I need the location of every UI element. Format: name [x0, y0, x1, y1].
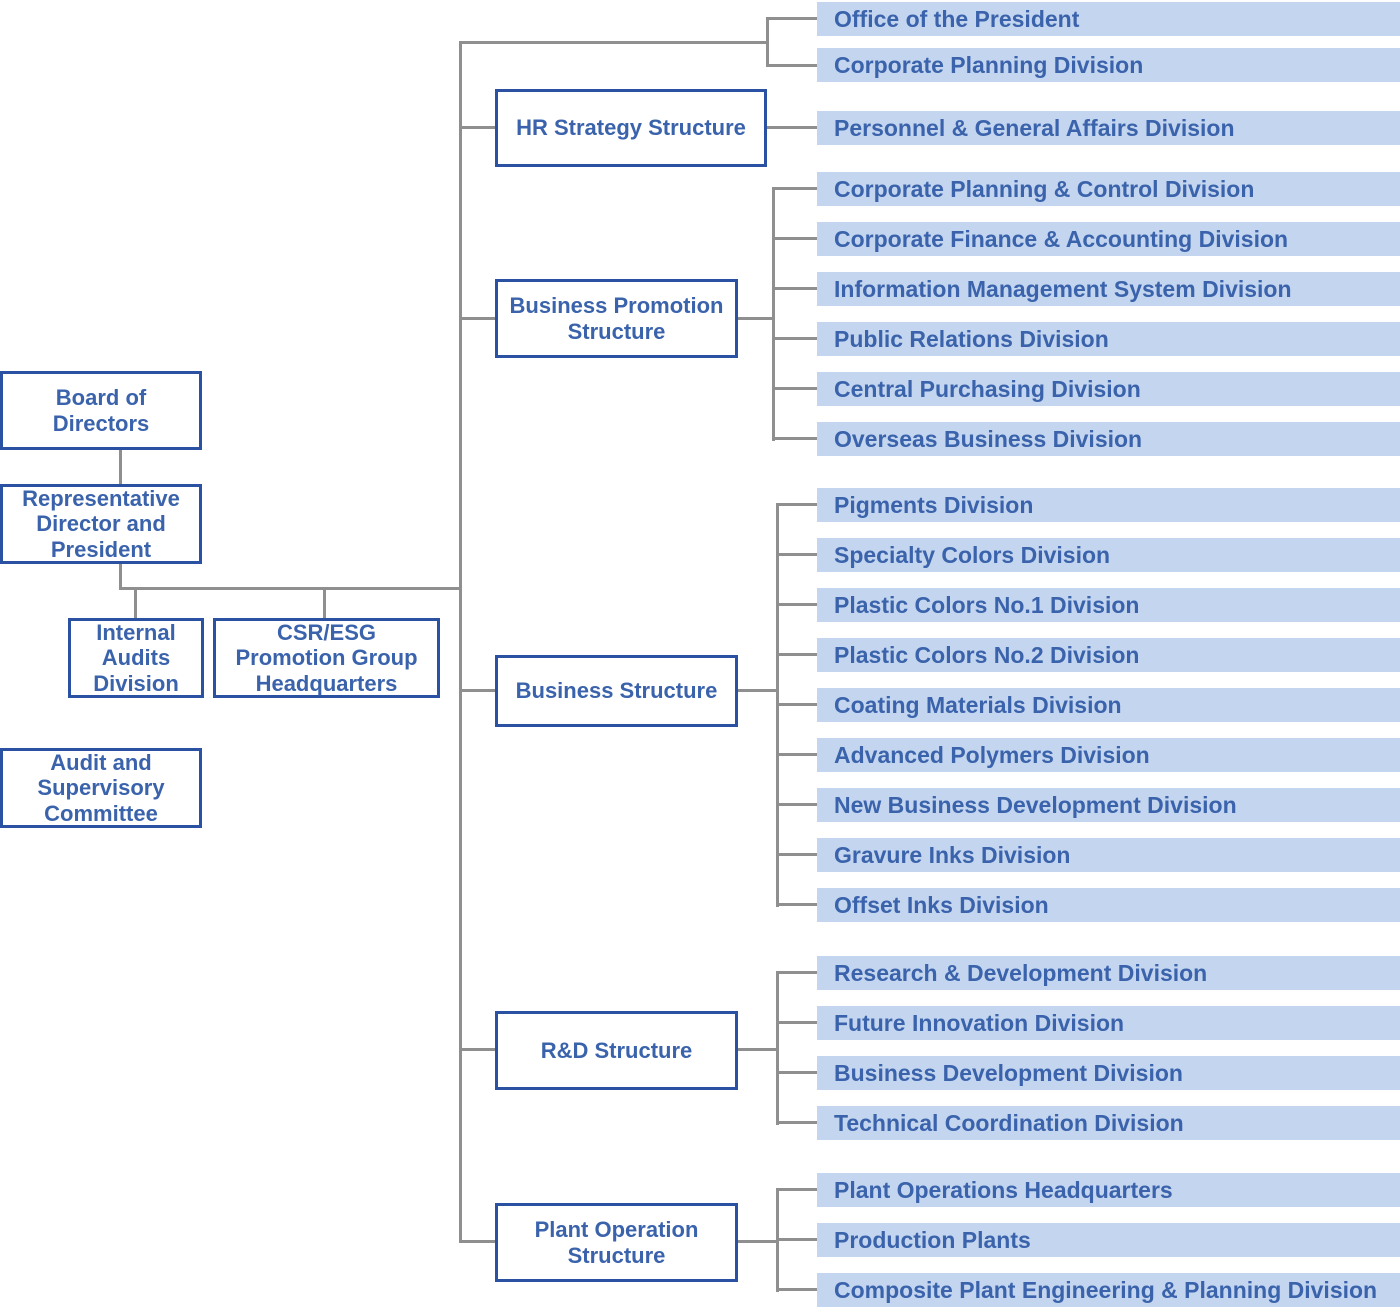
box-audit-supervisory-committee: Audit and Supervisory Committee: [0, 748, 202, 828]
connector-rd-stub-4: [776, 1121, 817, 1124]
box-board-of-directors: Board of Directors: [0, 371, 202, 450]
connector-rd-stub-3: [776, 1071, 817, 1074]
bar-overseas-business: Overseas Business Division: [817, 422, 1400, 456]
connector-hr-box-to-bar: [767, 126, 817, 129]
box-representative-director-president: Representative Director and President: [0, 484, 202, 564]
connector-trunk-to-bs-box: [459, 689, 495, 692]
connector-bp-stub-5: [772, 387, 817, 390]
bar-personnel-general-affairs: Personnel & General Affairs Division: [817, 111, 1400, 145]
connector-top-bracket: [766, 17, 769, 67]
bar-plant-operations-headquarters: Plant Operations Headquarters: [817, 1173, 1400, 1207]
connector-stub-corp-planning: [766, 64, 817, 67]
bar-public-relations: Public Relations Division: [817, 322, 1400, 356]
connector-rd-stub-1: [776, 971, 817, 974]
bar-information-management-system: Information Management System Division: [817, 272, 1400, 306]
bar-composite-plant-engineering: Composite Plant Engineering & Planning D…: [817, 1273, 1400, 1307]
connector-bs-stub-5: [776, 703, 817, 706]
box-plant-operation-structure: Plant Operation Structure: [495, 1203, 738, 1282]
connector-bs-stub-7: [776, 803, 817, 806]
bar-pigments: Pigments Division: [817, 488, 1400, 522]
bar-technical-coordination: Technical Coordination Division: [817, 1106, 1400, 1140]
connector-trunk-to-po-box: [459, 1240, 495, 1243]
connector-po-stub-2: [776, 1238, 817, 1241]
connector-drop-internal-audits: [134, 587, 137, 618]
connector-main-trunk: [459, 41, 462, 1243]
connector-rd-box-to-bracket: [738, 1048, 779, 1051]
connector-bp-stub-4: [772, 337, 817, 340]
connector-bs-stub-9: [776, 903, 817, 906]
bar-advanced-polymers: Advanced Polymers Division: [817, 738, 1400, 772]
bar-specialty-colors: Specialty Colors Division: [817, 538, 1400, 572]
connector-trunk-to-rd-box: [459, 1048, 495, 1051]
bar-plastic-colors-no2: Plastic Colors No.2 Division: [817, 638, 1400, 672]
bar-business-development: Business Development Division: [817, 1056, 1400, 1090]
box-hr-strategy-structure: HR Strategy Structure: [495, 89, 767, 167]
connector-board-to-president: [119, 450, 122, 484]
connector-drop-csr-esg: [323, 587, 326, 618]
bar-corporate-planning-control: Corporate Planning & Control Division: [817, 172, 1400, 206]
bar-future-innovation: Future Innovation Division: [817, 1006, 1400, 1040]
bar-corporate-finance-accounting: Corporate Finance & Accounting Division: [817, 222, 1400, 256]
connector-bp-bracket: [772, 187, 775, 441]
bar-production-plants: Production Plants: [817, 1223, 1400, 1257]
connector-bs-stub-2: [776, 553, 817, 556]
bar-offset-inks: Offset Inks Division: [817, 888, 1400, 922]
connector-bs-stub-1: [776, 503, 817, 506]
connector-stub-office-president: [766, 17, 817, 20]
connector-po-stub-1: [776, 1188, 817, 1191]
connector-president-down: [119, 564, 122, 590]
bar-research-development: Research & Development Division: [817, 956, 1400, 990]
connector-bs-box-to-bracket: [738, 689, 779, 692]
connector-bp-stub-6: [772, 437, 817, 440]
connector-rd-stub-2: [776, 1021, 817, 1024]
connector-left-horizontal: [119, 587, 462, 590]
bar-coating-materials: Coating Materials Division: [817, 688, 1400, 722]
connector-rd-bracket: [776, 971, 779, 1125]
connector-po-stub-3: [776, 1288, 817, 1291]
bar-corporate-planning-division: Corporate Planning Division: [817, 48, 1400, 82]
box-business-promotion-structure: Business Promotion Structure: [495, 279, 738, 358]
bar-gravure-inks: Gravure Inks Division: [817, 838, 1400, 872]
box-csr-esg-promotion-group: CSR/ESG Promotion Group Headquarters: [213, 618, 440, 698]
bar-new-business-development: New Business Development Division: [817, 788, 1400, 822]
connector-bp-stub-3: [772, 287, 817, 290]
box-business-structure: Business Structure: [495, 655, 738, 727]
connector-bs-stub-6: [776, 753, 817, 756]
connector-bp-box-to-bracket: [738, 317, 775, 320]
bar-plastic-colors-no1: Plastic Colors No.1 Division: [817, 588, 1400, 622]
connector-bs-stub-3: [776, 603, 817, 606]
bar-office-of-the-president: Office of the President: [817, 2, 1400, 36]
bar-central-purchasing: Central Purchasing Division: [817, 372, 1400, 406]
connector-trunk-to-bp-box: [459, 317, 495, 320]
connector-bp-stub-1: [772, 187, 817, 190]
connector-trunk-to-top-bracket: [459, 41, 769, 44]
box-internal-audits-division: Internal Audits Division: [68, 618, 204, 698]
connector-bs-stub-8: [776, 853, 817, 856]
connector-po-box-to-bracket: [738, 1240, 779, 1243]
box-rd-structure: R&D Structure: [495, 1011, 738, 1090]
connector-bs-stub-4: [776, 653, 817, 656]
connector-trunk-to-hr-box: [459, 126, 495, 129]
connector-bp-stub-2: [772, 237, 817, 240]
